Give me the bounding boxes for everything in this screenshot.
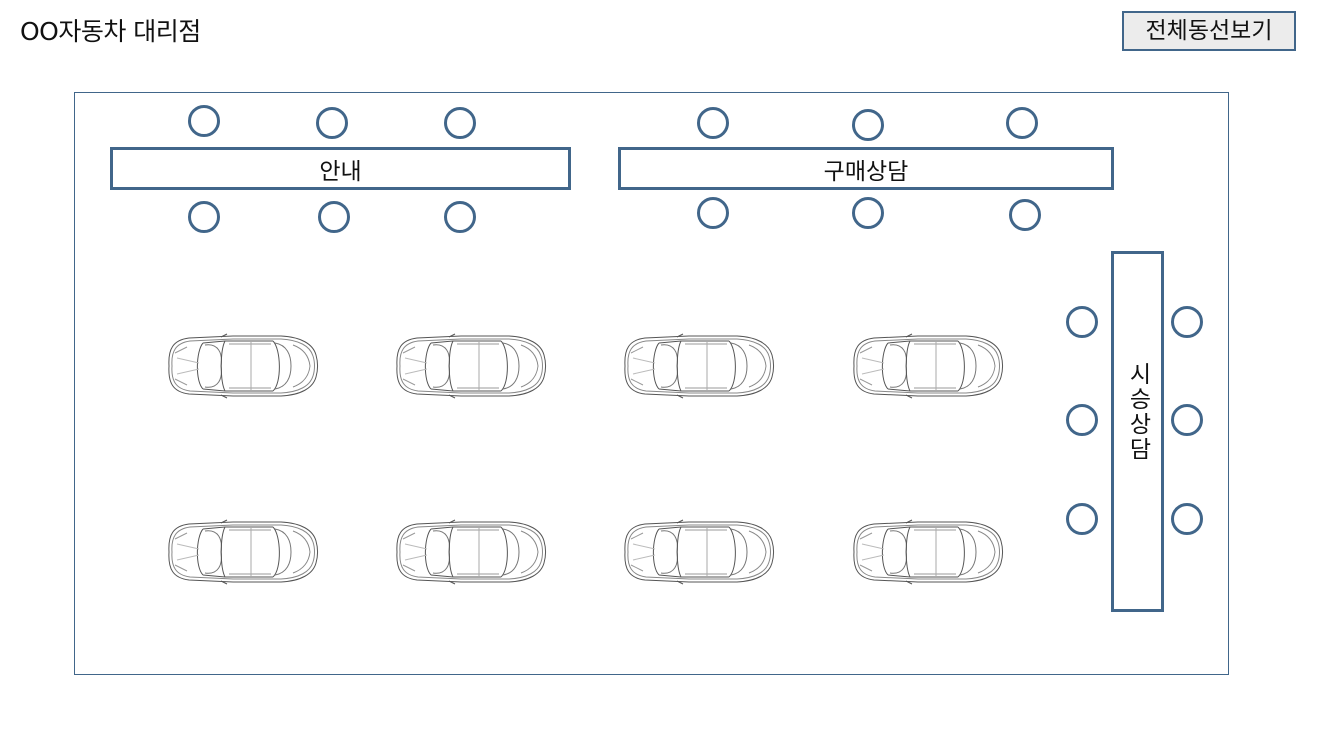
car-top-view-icon	[168, 333, 318, 399]
car-display-row1-1[interactable]	[163, 333, 319, 399]
car-display-row1-3[interactable]	[619, 333, 775, 399]
purchase-seat-bottom-1[interactable]	[697, 197, 729, 229]
car-top-view-icon	[624, 333, 774, 399]
test-drive-seat-left-3[interactable]	[1066, 503, 1098, 535]
guide-seat-top-3[interactable]	[444, 107, 476, 139]
purchase-counter-label: 구매상담	[823, 158, 909, 185]
guide-seat-bottom-1[interactable]	[188, 201, 220, 233]
purchase-seat-top-3[interactable]	[1006, 107, 1038, 139]
car-display-row2-2[interactable]	[391, 519, 547, 585]
car-top-view-icon	[624, 519, 774, 585]
guide-seat-bottom-3[interactable]	[444, 201, 476, 233]
purchase-seat-bottom-3[interactable]	[1009, 199, 1041, 231]
car-top-view-icon	[853, 333, 1003, 399]
car-display-row2-4[interactable]	[848, 519, 1004, 585]
view-all-routes-button[interactable]: 전체동선보기	[1122, 11, 1296, 51]
car-display-row1-2[interactable]	[391, 333, 547, 399]
guide-counter-label: 안내	[319, 158, 362, 185]
test-drive-seat-left-1[interactable]	[1066, 306, 1098, 338]
guide-seat-top-2[interactable]	[316, 107, 348, 139]
test-drive-seat-right-2[interactable]	[1171, 404, 1203, 436]
test-drive-seat-left-2[interactable]	[1066, 404, 1098, 436]
purchase-seat-bottom-2[interactable]	[852, 197, 884, 229]
test-drive-counter[interactable]: 시승상담	[1111, 251, 1164, 612]
test-drive-counter-label: 시승상담	[1124, 362, 1151, 462]
page-title: OO자동차 대리점	[20, 17, 201, 46]
test-drive-seat-right-3[interactable]	[1171, 503, 1203, 535]
car-top-view-icon	[168, 519, 318, 585]
car-top-view-icon	[396, 519, 546, 585]
showroom-floor-plan	[74, 92, 1229, 675]
car-display-row2-1[interactable]	[163, 519, 319, 585]
guide-seat-top-1[interactable]	[188, 105, 220, 137]
car-display-row2-3[interactable]	[619, 519, 775, 585]
car-top-view-icon	[853, 519, 1003, 585]
purchase-seat-top-1[interactable]	[697, 107, 729, 139]
test-drive-seat-right-1[interactable]	[1171, 306, 1203, 338]
guide-counter[interactable]: 안내	[110, 147, 571, 190]
purchase-counter[interactable]: 구매상담	[618, 147, 1114, 190]
car-display-row1-4[interactable]	[848, 333, 1004, 399]
purchase-seat-top-2[interactable]	[852, 109, 884, 141]
guide-seat-bottom-2[interactable]	[318, 201, 350, 233]
car-top-view-icon	[396, 333, 546, 399]
